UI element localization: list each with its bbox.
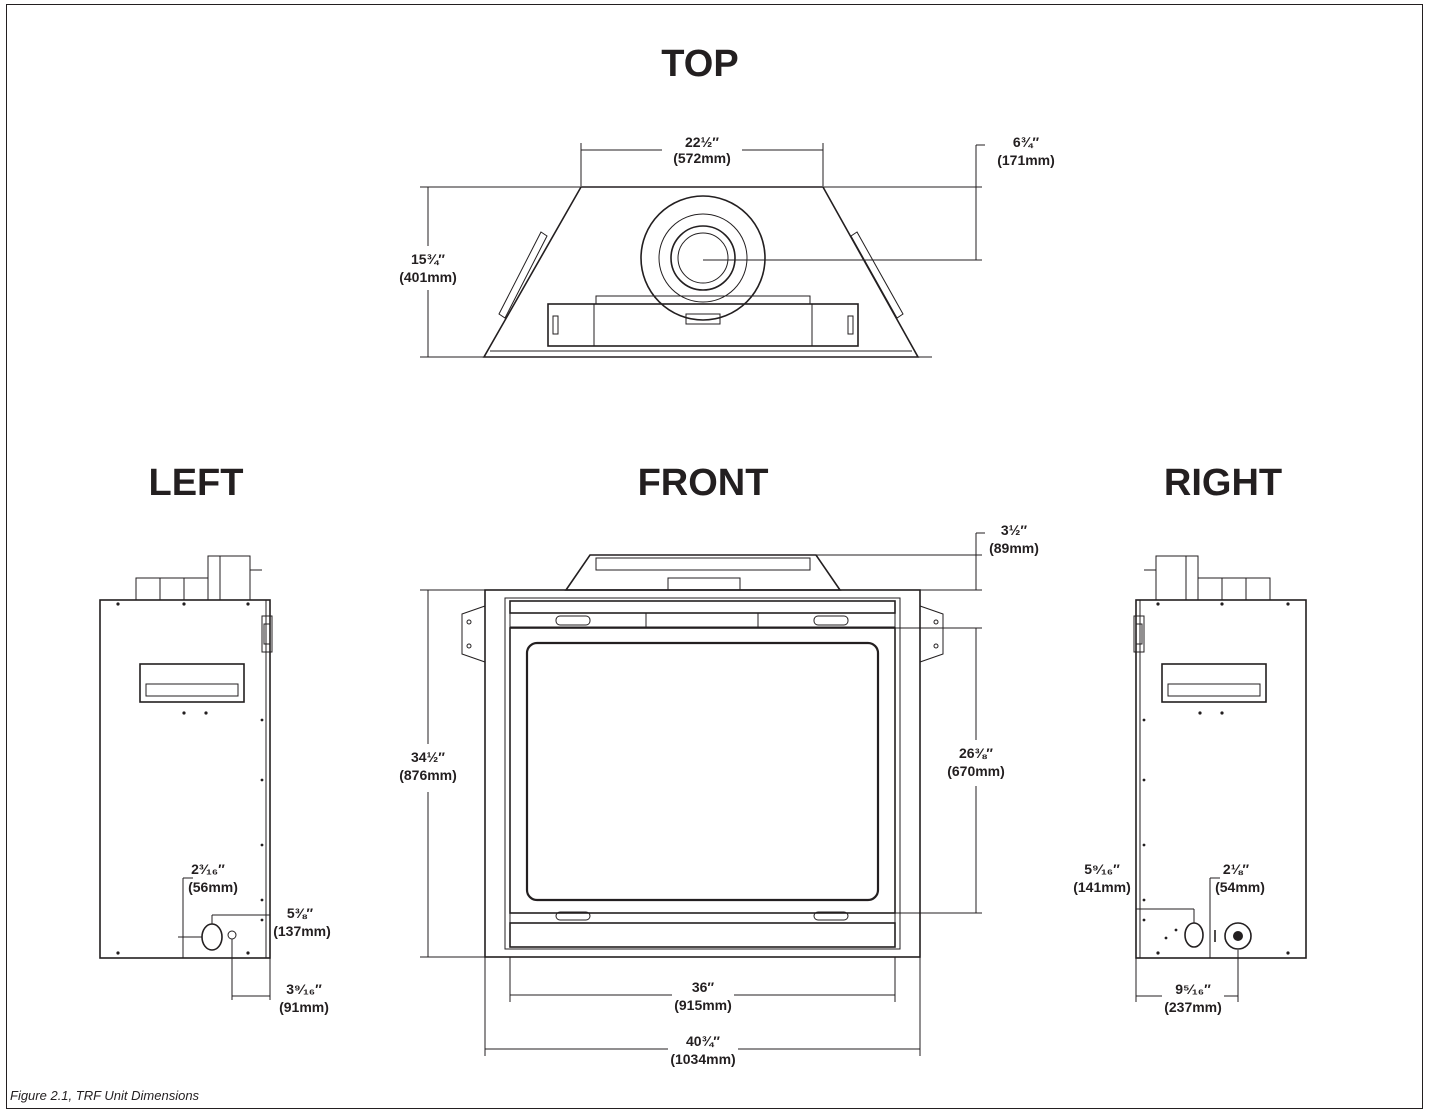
dim-top-width-imperial: 22½″ — [685, 134, 719, 150]
right-body — [1135, 599, 1307, 959]
front-latch-bottom-right — [813, 911, 849, 921]
dim-right-gas-back-metric: (237mm) — [1164, 999, 1222, 1015]
vent-collar-inner — [670, 225, 736, 291]
dim-top-offset-imperial: 6¾″ — [1013, 134, 1039, 150]
dim-left-gas-offset-metric: (137mm) — [273, 923, 331, 939]
dim-front-vent-imperial: 3½″ — [1001, 522, 1027, 538]
left-blower — [135, 577, 209, 601]
left-view: 2³⁄₁₆″ (56mm) 5⅜″ (137mm) 3⁹⁄₁₆″ (91mm) — [99, 555, 331, 1015]
dim-right-gas-height-metric: (54mm) — [1215, 879, 1265, 895]
dim-top-depth-imperial: 15¾″ — [411, 251, 445, 267]
dim-left-gas-offset-imperial: 5⅜″ — [287, 905, 313, 921]
front-latch-bottom-left — [555, 911, 591, 921]
title-left: LEFT — [149, 462, 244, 504]
front-latch-top-right — [813, 615, 849, 626]
right-gas-access — [1184, 922, 1204, 948]
left-handle-cutout — [139, 663, 245, 703]
front-latch-top-left — [555, 615, 591, 626]
dim-left-gas-back-imperial: 3⁹⁄₁₆″ — [286, 981, 322, 997]
dim-right-gas-offset-imperial: 5⁹⁄₁₆″ — [1084, 861, 1120, 877]
top-view-right-bracket — [850, 231, 904, 319]
dim-front-height-imperial: 34½″ — [411, 749, 445, 765]
right-vent-box — [1155, 555, 1199, 601]
dim-top-width-metric: (572mm) — [673, 150, 731, 166]
front-view: 3½″ (89mm) 34½″ (876mm) 26⅜″ (670mm) 36″… — [399, 522, 1039, 1067]
right-blower — [1197, 577, 1271, 601]
vent-collar-outer — [640, 195, 766, 321]
dim-left-gas-back-metric: (91mm) — [279, 999, 329, 1015]
dim-left-gas-height-imperial: 2³⁄₁₆″ — [191, 861, 225, 877]
left-vent-box — [207, 555, 251, 601]
right-handle-cutout — [1161, 663, 1267, 703]
front-vent-cap — [564, 554, 842, 591]
dim-front-height-metric: (876mm) — [399, 767, 457, 783]
dim-glass-width-metric: (915mm) — [674, 997, 732, 1013]
dim-right-gas-height-imperial: 2⅛″ — [1223, 861, 1249, 877]
title-top: TOP — [661, 43, 738, 85]
front-top-louver — [509, 600, 896, 614]
dim-left-gas-height-metric: (56mm) — [188, 879, 238, 895]
title-front: FRONT — [638, 462, 769, 504]
dim-right-gas-back-imperial: 9⁵⁄₁₆″ — [1175, 981, 1211, 997]
front-surround — [484, 589, 921, 958]
front-glass-panel — [525, 641, 880, 902]
top-view-left-bracket — [498, 231, 548, 319]
dim-right-gas-offset-metric: (141mm) — [1073, 879, 1131, 895]
front-glass-frame — [509, 627, 896, 914]
left-nailing-tab — [261, 615, 273, 653]
dim-front-vent-metric: (89mm) — [989, 540, 1039, 556]
figure-caption: Figure 2.1, TRF Unit Dimensions — [10, 1088, 200, 1103]
front-right-nailing-tab — [919, 605, 944, 663]
top-view: 22½″ (572mm) 15¾″ (401mm) 6¾″ (171mm) — [399, 134, 1055, 358]
dim-glass-height-metric: (670mm) — [947, 763, 1005, 779]
front-left-nailing-tab — [461, 605, 486, 663]
left-gas-access — [201, 923, 223, 951]
right-view: 5⁹⁄₁₆″ (141mm) 2⅛″ (54mm) 9⁵⁄₁₆″ (237mm) — [1073, 555, 1307, 1015]
dim-glass-width-imperial: 36″ — [692, 979, 715, 995]
figure-frame — [6, 4, 1423, 1109]
right-gas-valve — [1224, 922, 1252, 950]
right-nailing-tab — [1133, 615, 1145, 653]
dim-overall-width-imperial: 40¾″ — [686, 1033, 720, 1049]
dim-top-depth-metric: (401mm) — [399, 269, 457, 285]
front-bottom-louver — [509, 912, 896, 924]
dim-glass-height-imperial: 26⅜″ — [959, 745, 993, 761]
dim-top-offset-metric: (171mm) — [997, 152, 1055, 168]
left-body — [99, 599, 271, 959]
dim-overall-width-metric: (1034mm) — [670, 1051, 735, 1067]
title-right: RIGHT — [1164, 462, 1282, 504]
